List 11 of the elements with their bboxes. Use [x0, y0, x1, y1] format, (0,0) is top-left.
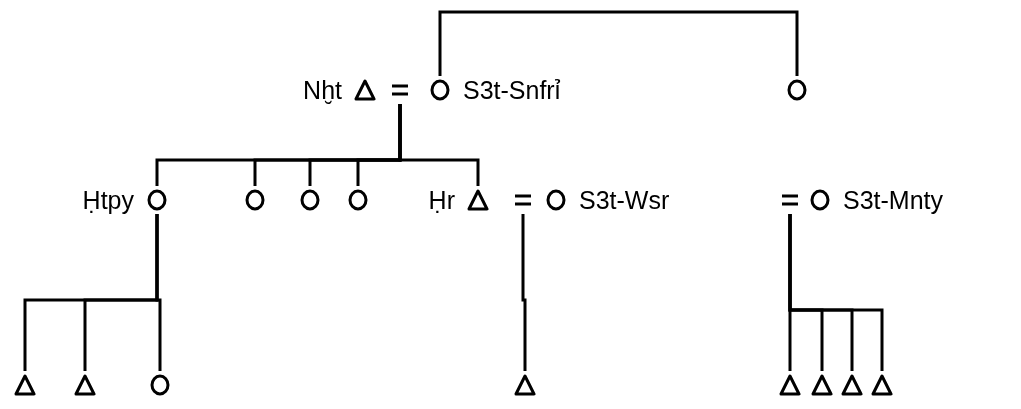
name-label: S3t-Wsr: [579, 187, 670, 213]
kinship-line: [521, 214, 527, 371]
name-label: Ḥtpy: [82, 187, 134, 213]
name-label: Ḥr: [428, 187, 455, 213]
name-label: S3t-Mnty: [843, 187, 944, 213]
kinship-line: [438, 10, 799, 76]
name-label: S3t-Snfrỉ: [463, 77, 561, 103]
kinship-line: [155, 214, 162, 371]
kinship-line: [398, 104, 480, 186]
kinship-line: [788, 214, 884, 371]
name-label: Nḫt: [303, 77, 342, 103]
